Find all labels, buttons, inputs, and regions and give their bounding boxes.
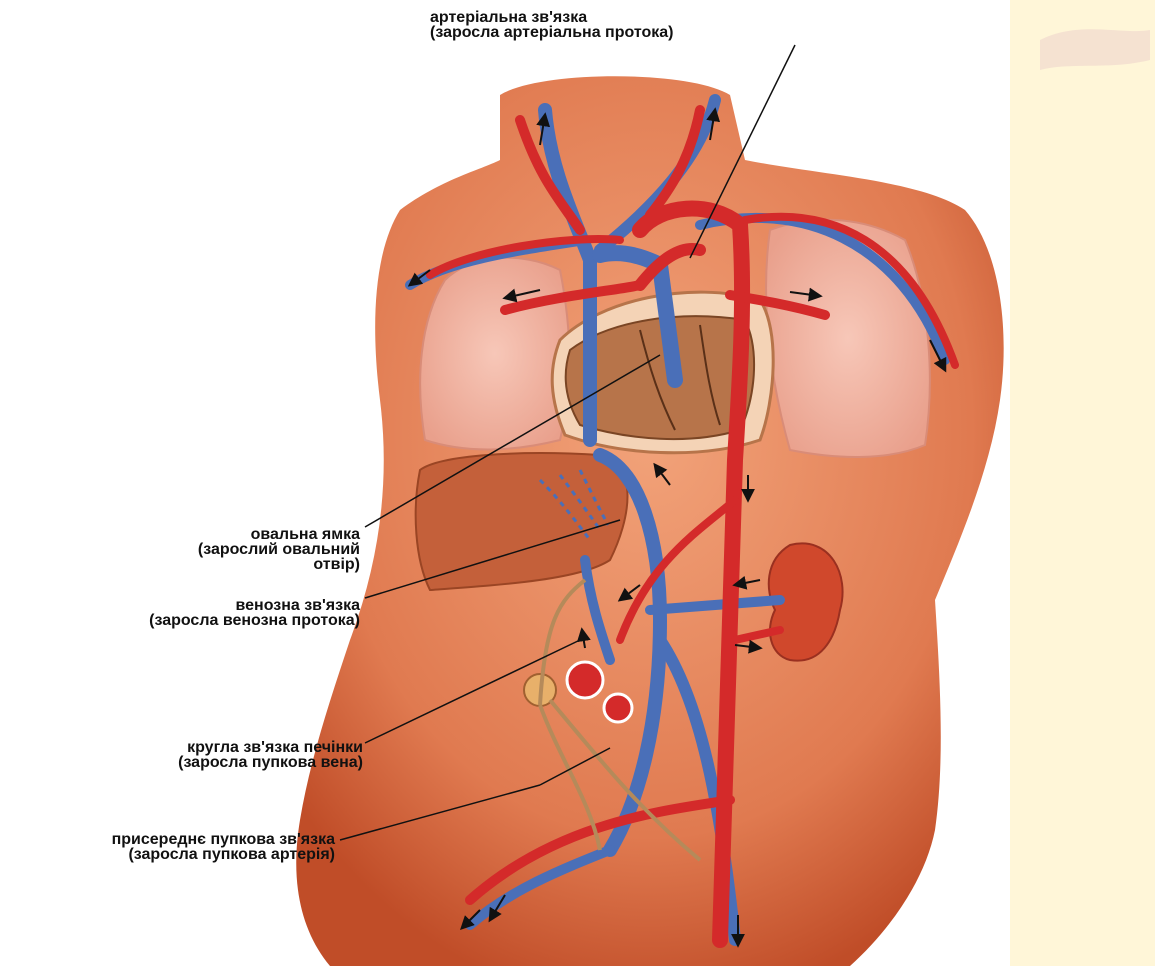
background-tint — [1010, 0, 1155, 966]
right-lung — [766, 220, 930, 457]
label-medial-umbilical-line1: присереднє пупкова зв'язка — [112, 832, 335, 847]
label-medial-umbilical-ligament: присереднє пупкова зв'язка (заросла пупк… — [112, 832, 335, 862]
label-arterial-ligament: артеріальна зв'язка (заросла артеріальна… — [430, 10, 673, 40]
label-arterial-ligament-line1: артеріальна зв'язка — [430, 10, 673, 25]
label-venous-ligament-line1: венозна зв'язка — [149, 598, 360, 613]
label-medial-umbilical-line2: (заросла пупкова артерія) — [112, 847, 335, 862]
label-round-ligament-line2: (заросла пупкова вена) — [178, 755, 363, 770]
label-oval-fossa-line3: отвір) — [198, 557, 360, 572]
label-venous-ligament: венозна зв'язка (заросла венозна протока… — [149, 598, 360, 628]
label-round-ligament-liver: кругла зв'язка печінки (заросла пупкова … — [178, 740, 363, 770]
label-oval-fossa-line2: (зарослий овальний — [198, 542, 360, 557]
label-arterial-ligament-line2: (заросла артеріальна протока) — [430, 25, 673, 40]
label-venous-ligament-line2: (заросла венозна протока) — [149, 613, 360, 628]
label-oval-fossa-line1: овальна ямка — [198, 527, 360, 542]
label-oval-fossa: овальна ямка (зарослий овальний отвір) — [198, 527, 360, 572]
label-round-ligament-line1: кругла зв'язка печінки — [178, 740, 363, 755]
